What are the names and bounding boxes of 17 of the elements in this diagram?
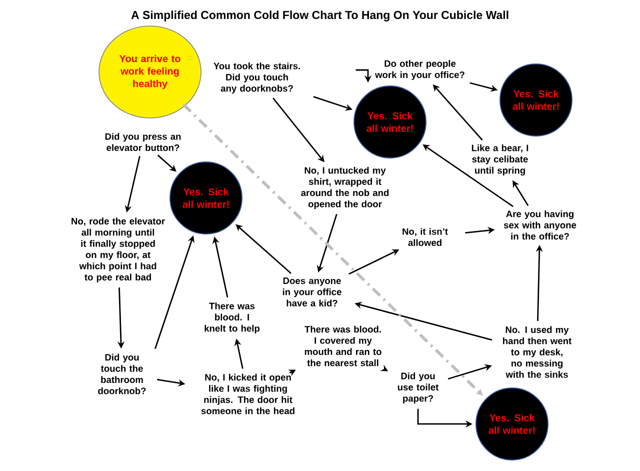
question-text: You took the stairs. Did you touch any doorknobs? — [214, 62, 300, 94]
question-text: Do other people work in your office? — [375, 60, 464, 80]
question-text: Does anyone in your office have a kid? — [282, 278, 342, 306]
question-text: Did you use toilet paper? — [398, 372, 439, 404]
question-text: No, I kicked it open like I was fighting ninjas. The door hit someone in the head — [201, 374, 294, 414]
question-text: Did you press an elevator button? — [105, 132, 181, 151]
question-text: Like a bear, I stay celibate until spring — [472, 144, 528, 176]
question-text: No, it isn’t allowed — [402, 228, 448, 246]
question-text: There was blood. I knelt to help — [204, 302, 260, 334]
question-text: No, I untucked my shirt, wrapped it around the nob and opened the door — [301, 166, 389, 210]
question-text: Did you touch the bathroom doorknob? — [98, 354, 146, 394]
question-text: No. I used my hand then went to my desk, no messing with the sinks — [503, 326, 572, 378]
question-text: There was blood. I covered my mouth and ran to the nearest stall — [304, 326, 382, 366]
question-text: Are you having sex with anyone in the office? — [504, 210, 576, 240]
title: A Simplified Common Cold Flow Chart To Hang On Your Cubicle Wall — [131, 10, 508, 22]
arrow — [236, 224, 292, 274]
question-text: No, rode the elevator all morning until it finally stopped on my floor, at which point I had to pee real bad — [72, 218, 165, 282]
